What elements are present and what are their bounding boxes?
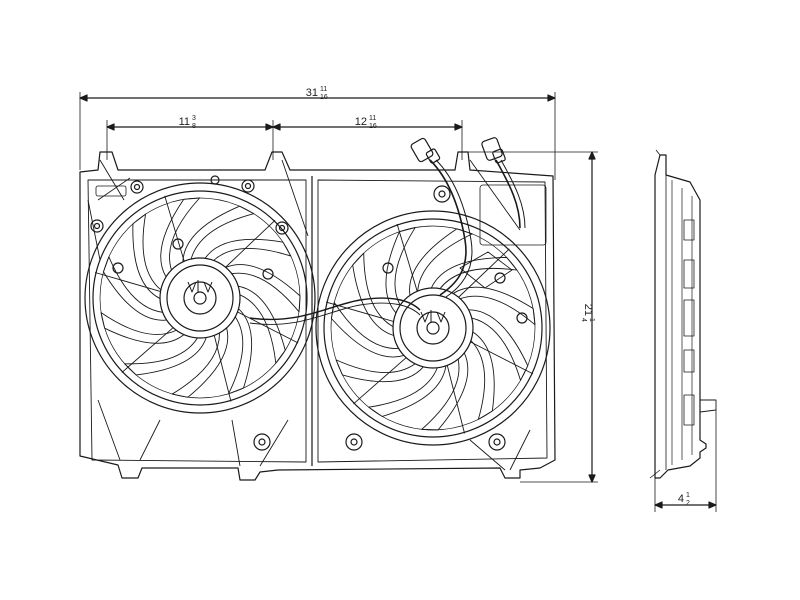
fan-strut xyxy=(213,333,232,402)
fan-blade xyxy=(182,205,255,262)
overall-height-label: 21 1 4 xyxy=(580,304,595,322)
fan-blade xyxy=(385,227,416,314)
depth-whole: 4 xyxy=(678,493,684,505)
overall-width-frac-den: 16 xyxy=(320,94,328,101)
connector-left xyxy=(410,137,441,164)
dimension-right-fan-center xyxy=(272,120,463,160)
dimension-left-fan-center xyxy=(106,120,274,160)
left-fan-struts xyxy=(94,195,299,402)
fan-blade xyxy=(225,264,301,313)
left-fan-center-label: 11 xyxy=(179,116,190,128)
right-fan-center-whole: 12 xyxy=(355,116,367,128)
left-fan-center-frac-num: 3 xyxy=(192,115,196,122)
overall-width-frac-num: 11 xyxy=(320,86,327,93)
fan-strut xyxy=(446,363,465,434)
overall-height-frac-den: 4 xyxy=(580,318,587,322)
left-fan xyxy=(84,182,316,414)
fan-blade xyxy=(204,238,292,261)
fan-strut xyxy=(94,272,163,293)
fan-blade xyxy=(100,312,185,344)
fan-strut xyxy=(121,325,175,373)
dimension-depth xyxy=(654,410,717,512)
fan-blade xyxy=(409,228,473,296)
fan-blade xyxy=(468,309,529,381)
fan-blade xyxy=(335,359,424,383)
depth-frac-den: 2 xyxy=(686,500,690,507)
fan-strut xyxy=(223,219,276,269)
wiring-harness xyxy=(249,159,526,325)
fan-strut xyxy=(456,248,510,299)
overall-width-label: 31 xyxy=(306,87,318,99)
left-fan-center-frac-den: 8 xyxy=(192,123,196,130)
fan-strut xyxy=(396,223,419,294)
fan-blade xyxy=(368,365,447,417)
dimension-overall-height xyxy=(468,151,598,483)
fan-strut xyxy=(164,195,186,264)
fan-blade xyxy=(228,308,253,395)
left-fan-center-whole: 11 xyxy=(179,116,190,128)
fan-strut xyxy=(468,340,534,375)
right-fan xyxy=(315,210,551,446)
left-fan-blades xyxy=(100,197,301,398)
fan-blade xyxy=(421,352,469,431)
fan-strut xyxy=(235,310,299,344)
right-fan-center-label: 12 xyxy=(355,116,367,128)
overall-height-frac-num: 1 xyxy=(588,318,595,322)
overall-height-whole: 21 xyxy=(582,304,594,316)
fan-blade xyxy=(352,252,394,336)
connector-right xyxy=(481,137,506,164)
fan-blade xyxy=(330,301,405,358)
fan-blade xyxy=(160,197,201,278)
fan-blade xyxy=(452,286,536,326)
side-view xyxy=(649,149,717,479)
fan-blade xyxy=(238,285,286,364)
fan-blade xyxy=(171,327,229,398)
fan-strut xyxy=(353,355,408,405)
fan-blade xyxy=(124,337,207,376)
fan-blade xyxy=(132,213,162,299)
right-fan-center-frac-den: 16 xyxy=(369,123,377,130)
depth-frac-num: 1 xyxy=(686,492,690,499)
overall-width-whole: 31 xyxy=(306,87,318,99)
shroud-frame xyxy=(79,151,556,481)
fan-blade xyxy=(103,256,167,321)
depth-label: 4 xyxy=(678,493,684,505)
fan-blade xyxy=(430,257,518,289)
right-fan-blades xyxy=(330,227,536,431)
right-fan-center-frac-num: 11 xyxy=(369,115,376,122)
fan-blade xyxy=(470,331,495,420)
dimension-overall-width xyxy=(79,92,556,180)
